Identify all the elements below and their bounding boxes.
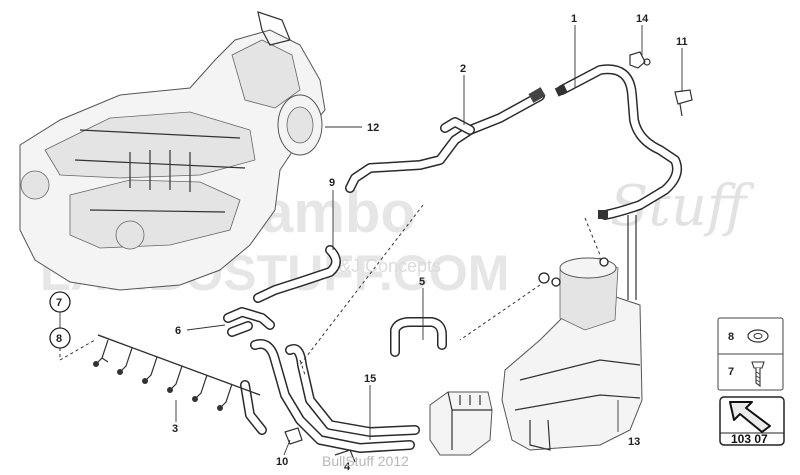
- footer-watermark: BullStuff 2012: [322, 453, 409, 469]
- hardware-legend: 8 7: [717, 317, 784, 391]
- leader-lines: [175, 25, 683, 456]
- callout-7: 7: [56, 297, 62, 309]
- callout-8: 8: [56, 333, 62, 345]
- diagram-code: 103 07: [731, 432, 768, 446]
- tank-part-13: [501, 215, 643, 451]
- arrow-icon: [729, 401, 771, 433]
- callout-5: 5: [419, 276, 425, 288]
- clip-part-4: [334, 449, 356, 463]
- callout-13: 13: [628, 436, 640, 448]
- callouts: 1 2 3 4 5 6 9 10 11 12 13 14 15: [172, 13, 688, 473]
- diagram-code-badge: 103 07: [719, 396, 785, 446]
- legend-item-8: 8: [728, 331, 734, 343]
- clamp-part-11: [674, 89, 693, 117]
- engine-assembly: [19, 11, 326, 291]
- hose-part-6: [223, 307, 275, 337]
- legend-item-7: 7: [728, 366, 734, 378]
- clip-part-10: [284, 427, 303, 445]
- callout-14: 14: [636, 13, 649, 25]
- hose-part-2: [345, 87, 546, 193]
- circle-8: [49, 327, 71, 349]
- callout-1: 1: [571, 13, 577, 25]
- callout-3: 3: [172, 423, 178, 435]
- callout-9: 9: [329, 177, 335, 189]
- hose-part-15: [240, 339, 420, 453]
- hose-part-9: [253, 245, 341, 303]
- screw-icon: [751, 361, 765, 388]
- hose-part-1: [554, 64, 682, 220]
- callout-11: 11: [676, 36, 688, 48]
- callout-4: 4: [344, 461, 351, 473]
- valve-unit: [429, 391, 493, 456]
- callout-12: 12: [367, 122, 379, 134]
- callout-6: 6: [175, 325, 181, 337]
- injectors: [93, 339, 233, 411]
- watermark-tagline: J&J Concepts: [330, 256, 441, 276]
- callout-2: 2: [460, 63, 466, 75]
- callout-15: 15: [364, 373, 376, 385]
- connector-cluster: [538, 257, 609, 287]
- fuel-rail-part-3: [93, 334, 261, 411]
- washer-icon: [747, 329, 769, 343]
- callout-10: 10: [276, 456, 288, 468]
- hose-part-5: [390, 317, 447, 357]
- clip-part-14: [629, 51, 651, 69]
- circled-callouts: 7 8: [49, 291, 71, 349]
